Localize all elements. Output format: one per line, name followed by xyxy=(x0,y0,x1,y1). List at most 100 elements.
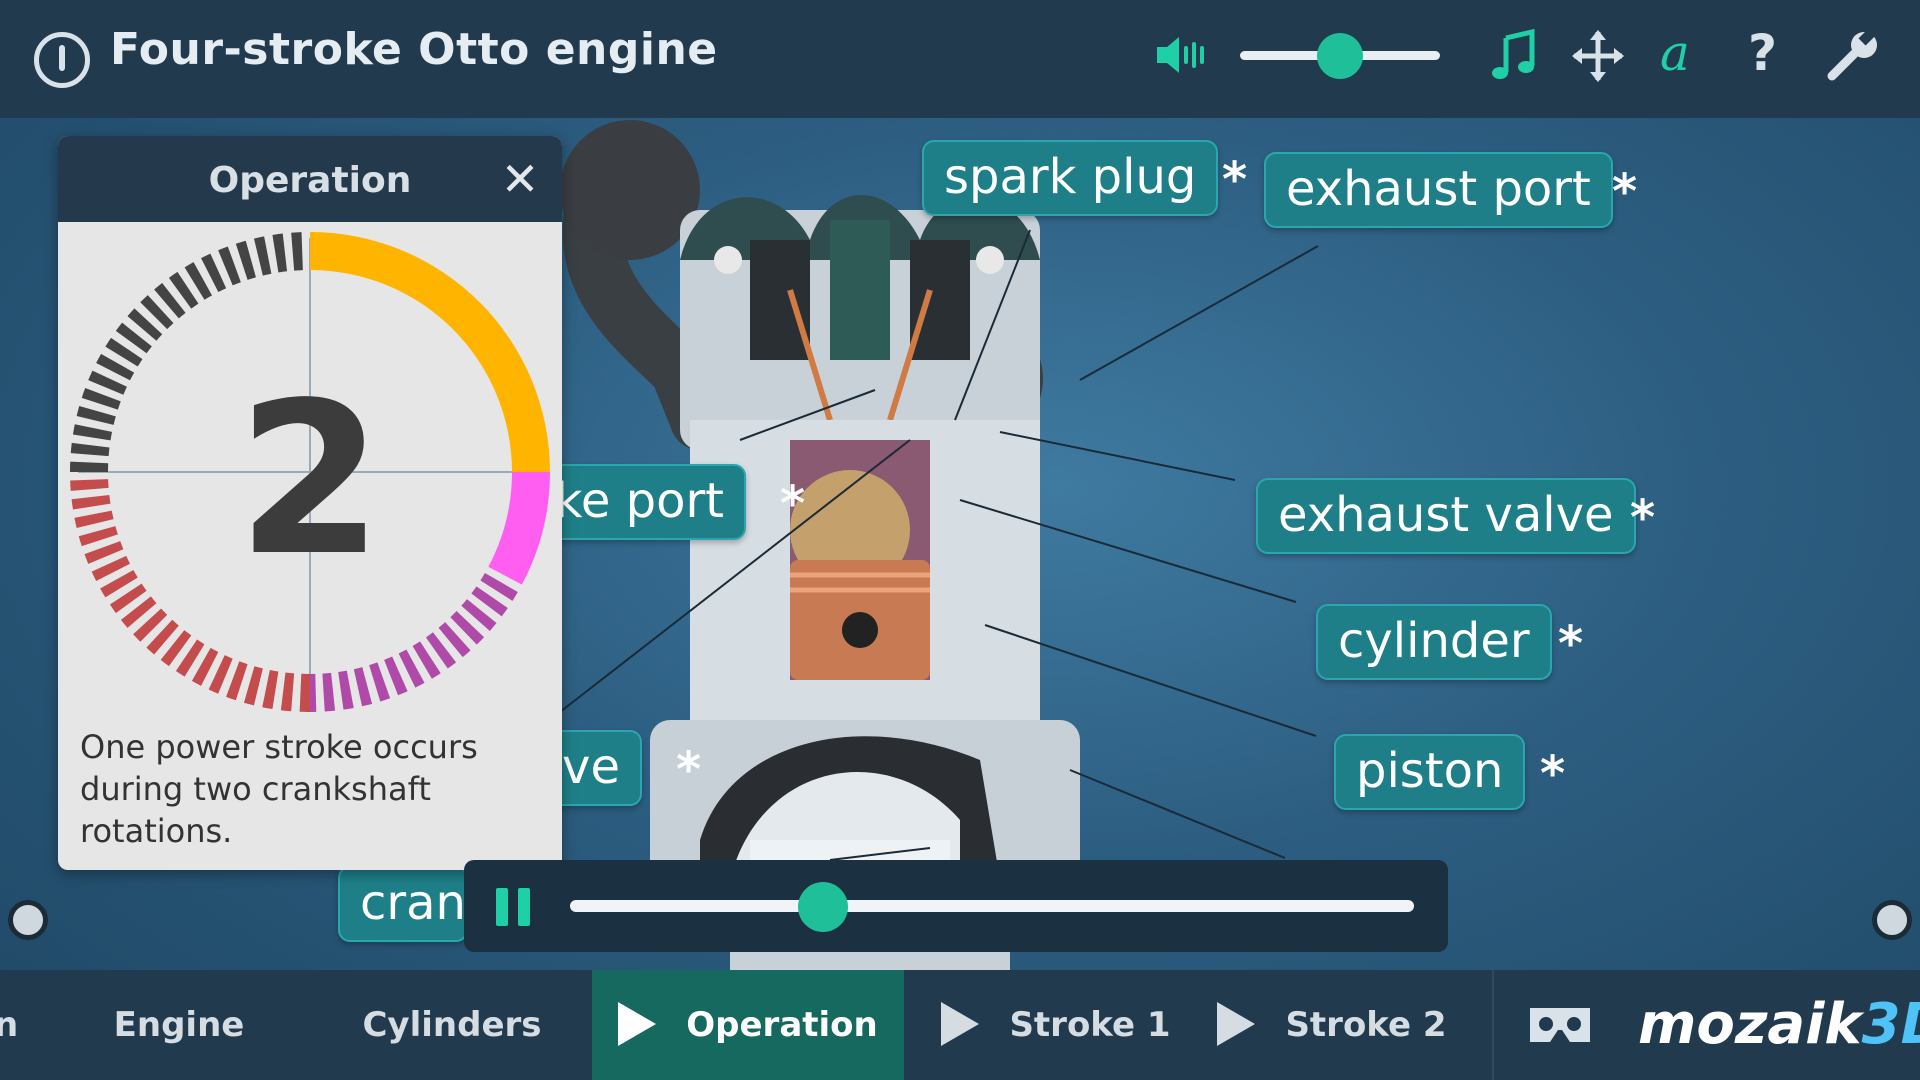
app-title: Four-stroke Otto engine xyxy=(110,24,718,75)
label-star-cylinder[interactable]: * xyxy=(1558,616,1584,672)
brand-logo-main: mozaik xyxy=(1638,992,1862,1057)
dial-gray-tick xyxy=(96,353,135,381)
dial-gray-tick xyxy=(70,442,110,457)
brand-logo-accent: 3D xyxy=(1861,992,1920,1057)
dial-red-tick xyxy=(70,479,109,491)
pause-icon[interactable] xyxy=(496,888,534,926)
rotate-right-handle[interactable] xyxy=(1872,900,1912,940)
dial-gray-tick xyxy=(76,405,116,425)
stroke-cycle-dial: 2 xyxy=(70,232,550,713)
speaker-icon[interactable] xyxy=(1155,33,1207,77)
move-icon[interactable] xyxy=(1570,28,1626,84)
dial-gray-tick xyxy=(88,370,127,395)
animation-progress-knob[interactable] xyxy=(798,882,849,932)
dial-purple-tick xyxy=(461,599,497,631)
nav-divider xyxy=(1492,970,1494,1080)
dial-red-tick xyxy=(78,526,118,547)
tab-engine-label: Engine xyxy=(113,1005,245,1045)
dial-purple-tick xyxy=(450,611,485,645)
label-crankshaft[interactable]: crankshaft xyxy=(338,866,468,942)
play-icon xyxy=(941,1001,980,1046)
tab-operation[interactable]: Operation xyxy=(592,970,904,1080)
nav-tab-fragment[interactable]: n xyxy=(0,1005,19,1045)
dial-purple-tick xyxy=(353,667,373,707)
label-cylinder[interactable]: cylinder xyxy=(1316,604,1552,680)
label-exhaust-port[interactable]: exhaust port xyxy=(1264,152,1613,228)
tab-stroke-1[interactable]: Stroke 1 xyxy=(938,970,1174,1080)
dial-purple-tick xyxy=(412,641,441,679)
dial-gray-tick xyxy=(105,337,143,367)
operation-panel: Operation ✕ 2 One power stroke occurs du… xyxy=(58,136,562,870)
font-icon[interactable]: a xyxy=(1660,24,1690,82)
label-spark-plug[interactable]: spark plug xyxy=(922,140,1219,216)
dial-yellow-segment xyxy=(310,232,550,472)
tab-cylinders-label: Cylinders xyxy=(362,1005,542,1045)
dial-gray-tick xyxy=(115,322,152,354)
dial-purple-tick xyxy=(338,670,354,710)
operation-panel-title: Operation xyxy=(208,160,412,201)
wrench-icon[interactable] xyxy=(1826,28,1882,84)
dial-red-tick xyxy=(71,494,111,510)
dial-red-tick xyxy=(191,647,219,686)
label-star-spark-plug[interactable]: * xyxy=(1222,152,1248,208)
bottom-navigation: n Engine Cylinders Operation Stroke 1 St… xyxy=(0,970,1920,1080)
dial-red-tick xyxy=(175,639,205,677)
dial-gray-tick xyxy=(81,388,121,410)
dial-gray-tick xyxy=(70,461,109,472)
dial-purple-tick xyxy=(480,573,518,601)
dial-red-tick xyxy=(109,583,147,614)
power-icon[interactable] xyxy=(34,32,90,88)
tab-cylinders[interactable]: Cylinders xyxy=(352,970,552,1080)
dial-gray-tick xyxy=(140,295,174,330)
dial-red-tick xyxy=(299,673,310,712)
tab-stroke-1-label: Stroke 1 xyxy=(1009,1005,1171,1045)
dial-gray-tick xyxy=(235,240,256,280)
dial-gray-tick xyxy=(218,246,241,286)
dial-red-tick xyxy=(280,672,295,712)
close-icon[interactable]: ✕ xyxy=(500,152,540,206)
tab-stroke-2-label: Stroke 2 xyxy=(1285,1005,1447,1045)
dial-gray-tick xyxy=(127,308,163,341)
play-icon xyxy=(618,1001,657,1046)
dial-gray-tick xyxy=(201,253,227,293)
vr-headset-icon[interactable] xyxy=(1526,1002,1594,1048)
dial-red-tick xyxy=(208,655,233,694)
dial-purple-tick xyxy=(438,622,471,658)
animation-progress-track[interactable] xyxy=(570,900,1414,912)
label-star-intake-valve[interactable]: * xyxy=(676,742,702,798)
dial-red-tick xyxy=(133,608,168,642)
dial-gray-tick xyxy=(168,271,199,309)
dial-pink-segment xyxy=(488,472,550,585)
dial-purple-tick xyxy=(369,662,391,702)
dial-purple-tick xyxy=(384,656,408,696)
label-star-intake-port[interactable]: * xyxy=(780,476,806,532)
dial-gray-tick xyxy=(291,232,303,271)
label-star-exhaust-port[interactable]: * xyxy=(1612,164,1638,220)
tab-stroke-2[interactable]: Stroke 2 xyxy=(1214,970,1450,1080)
dial-purple-tick xyxy=(322,672,336,712)
dial-gray-tick xyxy=(72,424,113,441)
rotate-left-handle[interactable] xyxy=(8,900,48,940)
label-exhaust-valve[interactable]: exhaust valve xyxy=(1256,478,1636,554)
operation-description: One power stroke occurs during two crank… xyxy=(80,728,478,850)
volume-slider-knob[interactable] xyxy=(1317,33,1363,79)
dial-red-tick xyxy=(146,619,179,655)
dial-purple-tick xyxy=(425,632,457,669)
tab-operation-label: Operation xyxy=(686,1005,878,1045)
play-icon xyxy=(1217,1001,1256,1046)
label-piston[interactable]: piston xyxy=(1334,734,1526,810)
music-note-icon[interactable] xyxy=(1486,28,1542,84)
dial-gray-tick xyxy=(272,233,288,273)
dial-red-tick xyxy=(91,555,131,581)
help-icon[interactable]: ? xyxy=(1748,24,1778,82)
label-star-exhaust-valve[interactable]: * xyxy=(1630,490,1656,546)
stroke-number: 2 xyxy=(237,357,383,602)
label-star-piston[interactable]: * xyxy=(1540,746,1566,802)
dial-red-tick xyxy=(100,570,138,598)
tab-engine[interactable]: Engine xyxy=(84,970,274,1080)
engine-model xyxy=(560,120,1080,980)
brand-logo: mozaik3D xyxy=(1638,992,1920,1057)
animation-player xyxy=(464,860,1448,952)
dial-purple-tick xyxy=(471,586,508,617)
dial-gray-tick xyxy=(253,236,272,276)
